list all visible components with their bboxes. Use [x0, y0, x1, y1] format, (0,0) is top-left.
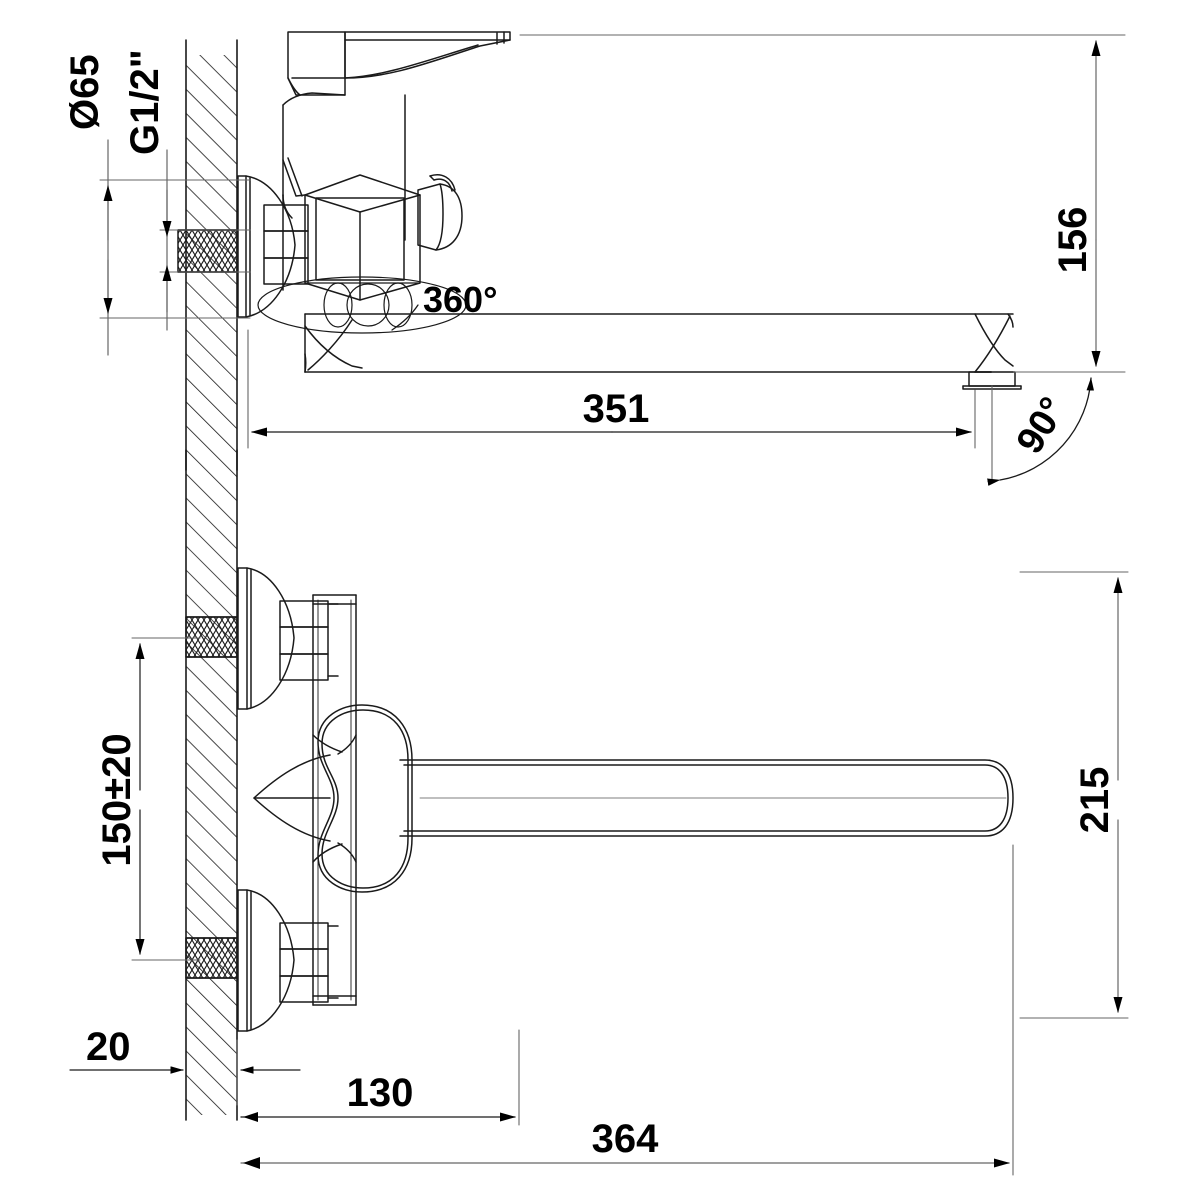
- spout-side: [304, 313, 1014, 373]
- mixer-body-front: [312, 594, 357, 1006]
- inlet-hex-nut-front-bottom: [279, 922, 339, 1003]
- label-height-156: 156: [1051, 207, 1095, 274]
- label-length-351: 351: [583, 387, 650, 431]
- label-centres-150: 150±20: [95, 733, 139, 866]
- label-depth-130: 130: [347, 1071, 414, 1115]
- side-view-assembly: [177, 31, 1022, 390]
- wall-flange-side: [237, 175, 296, 318]
- swivel-ellipse-side: [257, 276, 467, 334]
- mixer-body-side: [282, 92, 406, 291]
- label-angle-90: 90°: [1009, 390, 1075, 461]
- wall-flange-front-top: [237, 567, 295, 710]
- shower-outlet-side: [417, 174, 463, 251]
- label-diameter-65: Ø65: [63, 54, 107, 130]
- lever-handle-side: [287, 31, 511, 96]
- label-thread-g12: G1/2": [123, 49, 167, 155]
- front-view-dimensions: 150±20 215 20 130: [69, 571, 1129, 1176]
- inlet-thread-front-bottom: [185, 937, 238, 979]
- inlet-thread-side: [177, 229, 238, 273]
- label-offset-20: 20: [86, 1025, 131, 1069]
- front-view-assembly: [185, 567, 1014, 1032]
- label-angle-360: 360°: [423, 279, 497, 320]
- inlet-thread-front-top: [185, 616, 238, 658]
- spout-front: [399, 759, 1014, 837]
- inlet-hex-nut-side: [263, 204, 309, 285]
- swivel-hub-front: [253, 704, 413, 893]
- side-view-dimensions: Ø65 G1/2" 360° 351: [63, 34, 1126, 486]
- wall-section-lower: [185, 449, 238, 1121]
- wall-flange-front-bottom: [237, 889, 295, 1032]
- label-length-364: 364: [592, 1117, 659, 1161]
- label-height-215: 215: [1073, 767, 1117, 834]
